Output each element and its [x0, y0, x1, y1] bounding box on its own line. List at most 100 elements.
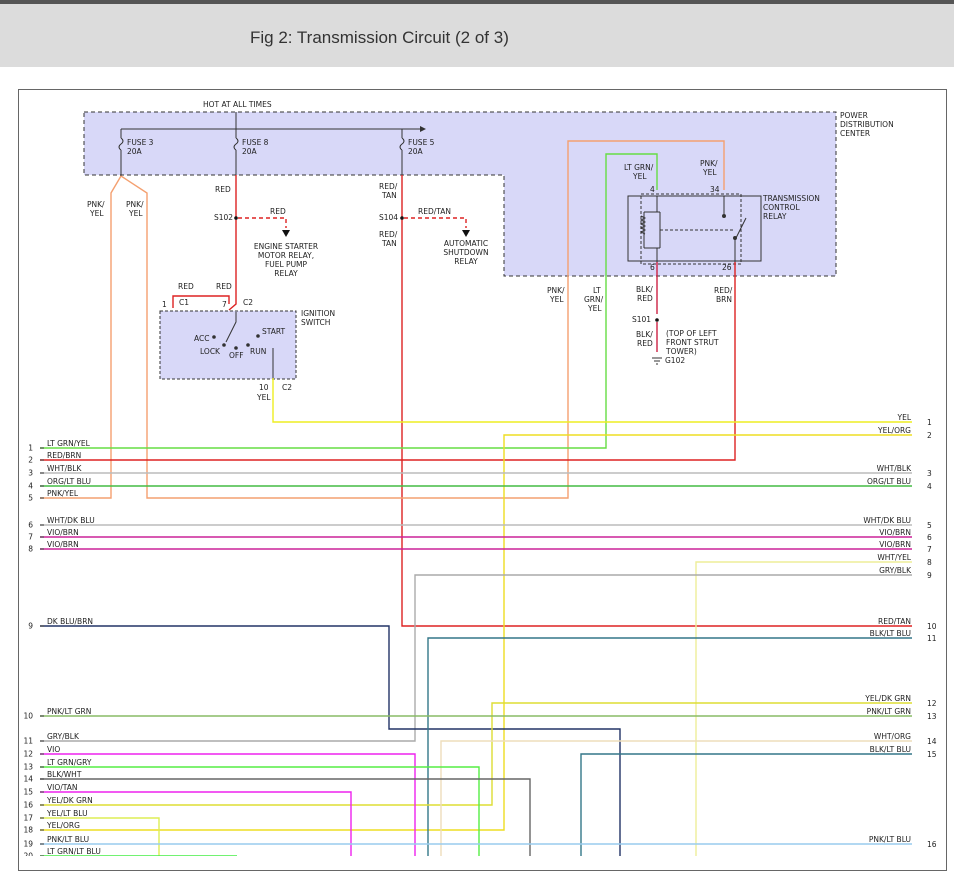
- svg-text:YEL: YEL: [587, 304, 602, 313]
- relay-switch-icon: [722, 196, 747, 262]
- bus-arrow-icon: [420, 126, 426, 132]
- tcr-pin-6: 6: [650, 263, 655, 272]
- left-pin-9: 9: [28, 622, 33, 631]
- svg-text:PNK/: PNK/: [547, 286, 565, 295]
- left-pin-3: 3: [28, 469, 33, 478]
- left-wire-label: VIO/BRN: [47, 540, 79, 549]
- svg-text:SWITCH: SWITCH: [301, 318, 330, 327]
- svg-text:CENTER: CENTER: [840, 129, 870, 138]
- svg-text:20A: 20A: [127, 147, 143, 156]
- svg-text:POWER: POWER: [840, 111, 868, 120]
- right-wire-label: PNK/LT BLU: [869, 835, 911, 844]
- svg-text:RELAY: RELAY: [454, 257, 478, 266]
- wire-label-pnk-yel-a: PNK/YEL: [87, 200, 105, 218]
- red-dashed-to-esm: [238, 217, 287, 228]
- wire-label-red-brn: RED/BRN: [714, 286, 733, 304]
- left-wire-label: VIO/BRN: [47, 528, 79, 537]
- left-wire-label: PNK/LT BLU: [47, 835, 89, 844]
- right-pin-2: 2: [927, 431, 932, 440]
- left-pin-10: 10: [23, 712, 33, 721]
- wire-label-red-c1: RED: [178, 282, 194, 291]
- ign-c2: C2: [243, 298, 253, 307]
- left-pin-14: 14: [23, 775, 33, 784]
- left-pin-6: 6: [28, 521, 33, 530]
- right-pin-3: 3: [927, 469, 932, 478]
- ign-c2b: C2: [282, 383, 292, 392]
- svg-text:YEL: YEL: [702, 168, 717, 177]
- svg-text:YEL: YEL: [128, 209, 143, 218]
- left-pin-15: 15: [23, 788, 33, 797]
- right-wire-label: RED/TAN: [878, 617, 911, 626]
- s104-splice-dot: [400, 216, 404, 220]
- wire-label-red-tan-a: RED/TAN: [379, 182, 398, 200]
- left-wire-label: PNK/YEL: [47, 489, 79, 498]
- right-pin-16: 16: [927, 840, 937, 849]
- ign-pos-off: OFF: [229, 351, 244, 360]
- vio-wire: [40, 753, 416, 856]
- right-pin-9: 9: [927, 571, 932, 580]
- svg-text:LT: LT: [593, 286, 601, 295]
- wire-label-red-tan-s104: RED/TAN: [418, 207, 451, 216]
- svg-text:PNK/: PNK/: [700, 159, 718, 168]
- svg-text:IGNITION: IGNITION: [301, 309, 335, 318]
- left-wire-label: VIO: [47, 745, 60, 754]
- right-wire-label: VIO/BRN: [879, 528, 911, 537]
- ign-c1: C1: [179, 298, 189, 307]
- yel-org-wire: [40, 434, 912, 831]
- svg-text:FUSE 8: FUSE 8: [242, 138, 269, 147]
- ignition-switch: [159, 310, 297, 380]
- svg-text:RELAY: RELAY: [763, 212, 787, 221]
- lt-grn-yel-wire: [40, 153, 658, 449]
- svg-text:MOTOR RELAY,: MOTOR RELAY,: [258, 251, 314, 260]
- svg-text:YEL: YEL: [89, 209, 104, 218]
- tcr-label: TRANSMISSION CONTROL RELAY: [762, 194, 820, 221]
- svg-text:BRN: BRN: [716, 295, 732, 304]
- left-pin-17: 17: [23, 814, 33, 823]
- ign-pos-start: START: [262, 327, 286, 336]
- svg-text:TAN: TAN: [381, 239, 397, 248]
- svg-text:LT GRN/: LT GRN/: [624, 163, 654, 172]
- ign-pos-lock: LOCK: [200, 347, 221, 356]
- s101-label: S101: [632, 315, 651, 324]
- svg-text:FUSE 5: FUSE 5: [408, 138, 435, 147]
- svg-text:RED: RED: [637, 339, 653, 348]
- wire-label-ltgrn-yel-a: LT GRN/YEL: [624, 163, 654, 181]
- ign-pos-run: RUN: [250, 347, 266, 356]
- svg-text:YEL: YEL: [632, 172, 647, 181]
- wire-label-red-c2: RED: [216, 282, 232, 291]
- blk-lt-blu-wire-1: [427, 637, 912, 856]
- blk-wht-wire: [40, 778, 531, 856]
- left-pin-12: 12: [23, 750, 33, 759]
- left-wire-label: LT GRN/GRY: [47, 758, 92, 767]
- red-brn-wire: [40, 262, 736, 461]
- svg-text:TOWER): TOWER): [665, 347, 697, 356]
- right-wire-label: BLK/LT BLU: [870, 629, 911, 638]
- asd-arrow-icon: [462, 230, 470, 237]
- left-pin-20: 20: [23, 852, 33, 861]
- wire-label-pnk-yel-b: PNK/YEL: [126, 200, 144, 218]
- right-wire-label: YEL/DK GRN: [864, 694, 911, 703]
- wire-label-pnk-yel-c: PNK/YEL: [547, 286, 565, 304]
- svg-text:SHUTDOWN: SHUTDOWN: [443, 248, 488, 257]
- right-wire-label: YEL/ORG: [877, 426, 911, 435]
- s104-label: S104: [379, 213, 398, 222]
- red-tan-wire: [401, 175, 912, 627]
- tcr-pin-34: 34: [710, 185, 720, 194]
- right-pin-15: 15: [927, 750, 937, 759]
- right-pin-11: 11: [927, 634, 937, 643]
- left-pin-8: 8: [28, 545, 33, 554]
- tcr-pin-26: 26: [722, 263, 732, 272]
- top-border: [0, 0, 954, 4]
- ign-pin-10: 10: [259, 383, 269, 392]
- wire-label-red: RED: [215, 185, 231, 194]
- wire-label-red-tan-b: RED/TAN: [379, 230, 398, 248]
- svg-text:RED: RED: [637, 294, 653, 303]
- wht-org-wire: [440, 740, 912, 856]
- svg-text:TAN: TAN: [381, 191, 397, 200]
- svg-text:20A: 20A: [242, 147, 258, 156]
- yel-wire: [272, 378, 912, 423]
- svg-text:FUSE 3: FUSE 3: [127, 138, 154, 147]
- right-pin-1: 1: [927, 418, 932, 427]
